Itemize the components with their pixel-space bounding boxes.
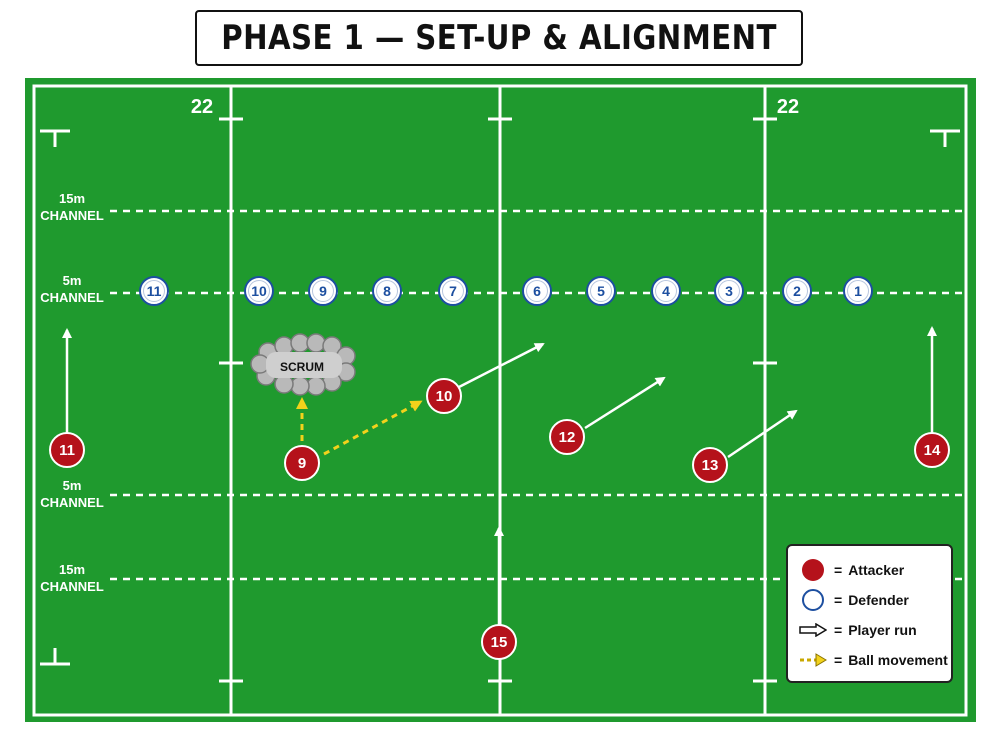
- attacker-circle: [549, 419, 585, 455]
- title-box: PHASE 1 — SET-UP & ALIGNMENT: [195, 10, 803, 66]
- channel-label-5m-top: 5m: [63, 273, 82, 288]
- defender-player-10: 10: [244, 276, 274, 306]
- channel-label-5m-top-sub: CHANNEL: [40, 290, 104, 305]
- legend-ball-movement-label: Ball movement: [848, 652, 948, 668]
- attacker-number: 14: [924, 442, 941, 459]
- ball-arrow-to-10: [323, 400, 423, 456]
- defender-circle: [139, 276, 169, 306]
- channel-label-5m-bottom-sub: CHANNEL: [40, 495, 104, 510]
- attacker-player-12: 12: [549, 419, 585, 455]
- defender-player-9: 9: [308, 276, 338, 306]
- line-ticks: [219, 117, 777, 683]
- defender-circle: [586, 276, 616, 306]
- defender-number: 9: [319, 283, 327, 299]
- run-arrow-13: [727, 409, 798, 459]
- attacker-circle: [284, 445, 320, 481]
- player-runs: [62, 326, 937, 625]
- attackers: 11 10 9 12 13 14 15: [49, 378, 950, 660]
- run-arrow-10: [458, 342, 545, 389]
- defender-player-11: 11: [139, 276, 169, 306]
- defender-circle: [843, 276, 873, 306]
- defender-player-1: 1: [843, 276, 873, 306]
- attacker-circle: [692, 447, 728, 483]
- channel-label-5m-bottom: 5m: [63, 478, 82, 493]
- defender-player-7: 7: [438, 276, 468, 306]
- attacker-number: 10: [436, 388, 453, 405]
- ball-movement: [296, 397, 423, 456]
- defender-circle: [372, 276, 402, 306]
- attacker-dot-icon: [802, 559, 824, 581]
- channel-label-15m-bottom: 15m: [59, 562, 85, 577]
- legend-row-attacker: = Attacker: [798, 555, 951, 585]
- twenty-two-label-left: 22: [191, 96, 213, 118]
- defender-number: 5: [597, 283, 605, 299]
- defender-number: 2: [793, 283, 801, 299]
- legend-row-player-run: = Player run: [798, 615, 951, 645]
- attacker-circle: [914, 432, 950, 468]
- attacker-number: 13: [702, 457, 719, 474]
- defender-circle: [522, 276, 552, 306]
- run-arrow-12: [584, 376, 666, 430]
- legend-attacker-label: Attacker: [848, 562, 905, 578]
- defender-player-3: 3: [714, 276, 744, 306]
- twenty-two-label-right: 22: [777, 96, 799, 118]
- defender-number: 3: [725, 283, 733, 299]
- attacker-circle: [49, 432, 85, 468]
- defender-circle: [308, 276, 338, 306]
- legend-player-run-label: Player run: [848, 622, 917, 638]
- attacker-number: 12: [559, 429, 576, 446]
- channel-label-15m-top-sub: CHANNEL: [40, 208, 104, 223]
- channel-label-15m-bottom-sub: CHANNEL: [40, 579, 104, 594]
- legend-row-ball-movement: = Ball movement: [798, 645, 951, 675]
- defender-player-5: 5: [586, 276, 616, 306]
- attacker-circle: [481, 624, 517, 660]
- attacker-player-15: 15: [481, 624, 517, 660]
- defender-player-4: 4: [651, 276, 681, 306]
- legend: = Attacker = Defender = Player run = Bal…: [786, 544, 953, 683]
- scrum-center: [266, 352, 342, 378]
- defender-number: 8: [383, 283, 391, 299]
- legend-defender-label: Defender: [848, 592, 909, 608]
- defender-line: 11 10 9 8 7 6 5 4 3 2 1: [139, 276, 873, 306]
- defender-circle: [782, 276, 812, 306]
- defender-player-2: 2: [782, 276, 812, 306]
- attacker-player-9: 9: [284, 445, 320, 481]
- defender-number: 4: [662, 283, 670, 299]
- channel-label-15m-top: 15m: [59, 191, 85, 206]
- defender-number: 1: [854, 283, 862, 299]
- goal-marks: [40, 129, 960, 666]
- legend-row-defender: = Defender: [798, 585, 951, 615]
- defender-circle: [438, 276, 468, 306]
- defender-circle: [244, 276, 274, 306]
- defender-dot-icon: [802, 589, 824, 611]
- defender-number: 11: [147, 283, 162, 299]
- defender-player-8: 8: [372, 276, 402, 306]
- attacker-player-10: 10: [426, 378, 462, 414]
- defender-circle: [714, 276, 744, 306]
- defender-circle: [651, 276, 681, 306]
- attacker-player-13: 13: [692, 447, 728, 483]
- player-run-arrow-icon: [799, 623, 827, 637]
- defender-player-6: 6: [522, 276, 552, 306]
- attacker-player-14: 14: [914, 432, 950, 468]
- attacker-number: 9: [298, 455, 306, 472]
- scrum: SCRUM: [250, 333, 356, 396]
- ball-movement-arrow-icon: [800, 653, 827, 667]
- channel-labels: 15m CHANNEL 5m CHANNEL 5m CHANNEL 15m CH…: [40, 191, 104, 594]
- defender-number: 10: [251, 283, 267, 299]
- attacker-number: 15: [491, 634, 508, 651]
- attacker-circle: [426, 378, 462, 414]
- page-title: PHASE 1 — SET-UP & ALIGNMENT: [221, 18, 777, 58]
- defender-number: 6: [533, 283, 541, 299]
- scrum-label: SCRUM: [280, 360, 324, 374]
- attacker-player-11: 11: [49, 432, 85, 468]
- defender-number: 7: [449, 283, 457, 299]
- attacker-number: 11: [59, 442, 75, 459]
